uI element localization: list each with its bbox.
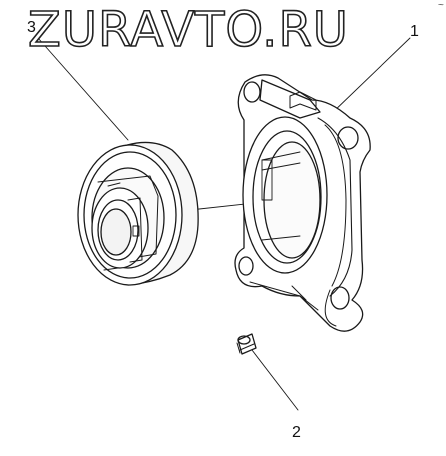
bearing-assembly	[77, 141, 199, 286]
leader-line-2	[251, 349, 299, 411]
corner-mark: ~	[438, 0, 444, 11]
leader-line-1	[329, 37, 411, 116]
callout-1: 1	[410, 23, 419, 40]
leader-line-3	[37, 37, 129, 141]
callout-3: 3	[27, 19, 36, 36]
bearing-housing-flange	[234, 74, 371, 332]
watermark-text: ZURAVTO.RU	[27, 1, 349, 59]
callout-2: 2	[292, 424, 301, 441]
grease-nipple	[236, 333, 257, 355]
